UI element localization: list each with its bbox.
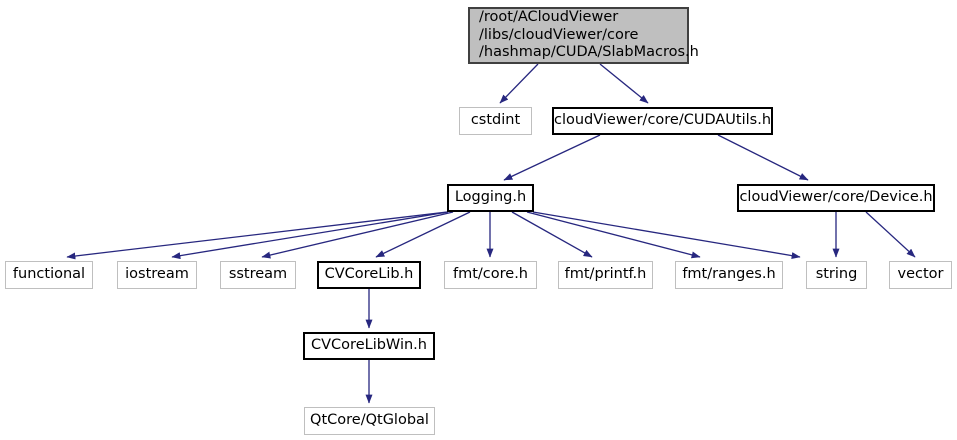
graph-node-qtglobal[interactable]: QtCore/QtGlobal [304, 407, 435, 435]
graph-edge-logging-to-fmtprintf [511, 211, 593, 258]
graph-node-label: QtCore/QtGlobal [310, 412, 429, 429]
graph-edge-cudautils-to-device [717, 134, 809, 181]
graph-node-cudautils[interactable]: cloudViewer/core/CUDAUtils.h [552, 107, 773, 135]
graph-node-label: CVCoreLibWin.h [311, 337, 427, 354]
graph-node-cstdint[interactable]: cstdint [459, 107, 532, 135]
graph-node-device[interactable]: cloudViewer/core/Device.h [737, 184, 935, 212]
graph-edge-logging-to-cvcorelib [375, 211, 471, 258]
graph-node-label: fmt/ranges.h [682, 266, 776, 283]
graph-node-label: sstream [228, 266, 288, 283]
graph-node-cvcorelibwin[interactable]: CVCoreLibWin.h [303, 332, 435, 360]
graph-node-label: string [815, 266, 858, 283]
graph-node-label: functional [12, 266, 86, 283]
graph-node-label: /root/ACloudViewer /libs/cloudViewer/cor… [479, 8, 699, 61]
graph-node-label: fmt/printf.h [564, 266, 647, 283]
graph-edge-logging-to-fmtranges [526, 211, 701, 259]
graph-node-iostream[interactable]: iostream [117, 261, 197, 289]
graph-node-cvcorelib[interactable]: CVCoreLib.h [317, 261, 421, 289]
graph-node-string[interactable]: string [806, 261, 867, 289]
graph-node-label: cstdint [470, 112, 521, 129]
graph-node-logging[interactable]: Logging.h [447, 184, 534, 212]
graph-node-label: cloudViewer/core/CUDAUtils.h [554, 112, 772, 129]
graph-edge-logging-to-string [532, 211, 801, 260]
graph-node-vector[interactable]: vector [889, 261, 952, 289]
graph-node-sstream[interactable]: sstream [220, 261, 296, 289]
graph-node-label: fmt/core.h [452, 266, 528, 283]
graph-node-fmtranges[interactable]: fmt/ranges.h [675, 261, 783, 289]
graph-node-fmtcore[interactable]: fmt/core.h [444, 261, 537, 289]
graph-edge-root-to-cstdint [499, 63, 539, 104]
graph-edge-root-to-cudautils [599, 63, 649, 104]
graph-node-label: CVCoreLib.h [324, 266, 414, 283]
graph-node-functional[interactable]: functional [5, 261, 93, 289]
graph-node-label: cloudViewer/core/Device.h [739, 189, 933, 206]
graph-edge-cudautils-to-logging [503, 134, 601, 181]
graph-node-fmtprintf[interactable]: fmt/printf.h [558, 261, 653, 289]
graph-node-label: vector [897, 266, 944, 283]
graph-edge-logging-to-sstream [261, 211, 454, 259]
graph-edge-logging-to-iostream [171, 211, 449, 260]
graph-edge-logging-to-functional [66, 211, 448, 260]
graph-node-label: Logging.h [454, 189, 527, 206]
graph-node-root[interactable]: /root/ACloudViewer /libs/cloudViewer/cor… [468, 7, 699, 64]
graph-edge-device-to-vector [865, 211, 916, 258]
graph-node-label: iostream [125, 266, 189, 283]
